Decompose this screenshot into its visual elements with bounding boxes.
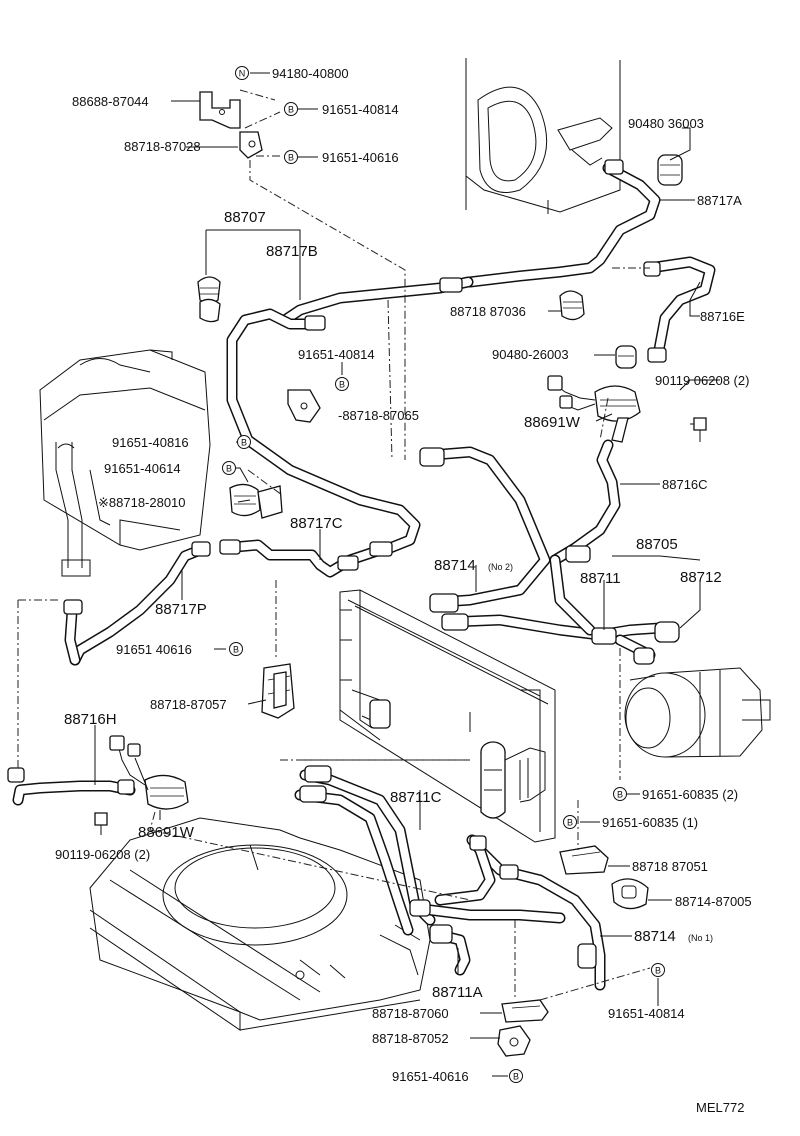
label-88717P: 88717P xyxy=(155,601,207,618)
clamp-88718-28010 xyxy=(229,483,283,519)
label-88711A: 88711A xyxy=(432,984,483,1001)
svg-text:B: B xyxy=(617,790,623,800)
label-88718-87051: 88718 87051 xyxy=(632,859,708,874)
marker-bolt-9165140616c: B xyxy=(509,1069,523,1083)
svg-text:B: B xyxy=(655,966,661,976)
label-88716H: 88716H xyxy=(64,711,117,728)
label-91651-60835-b: 91651-60835 (1) xyxy=(602,815,698,830)
svg-text:B: B xyxy=(288,105,294,115)
pipe-88717A xyxy=(464,162,661,288)
label-91651-60835-a: 91651-60835 (2) xyxy=(642,787,738,802)
marker-bolt-9165140616a: B xyxy=(284,150,298,164)
clamp-88707 xyxy=(197,276,221,323)
pipe-88716E xyxy=(644,256,716,361)
marker-bolt-9165140616b: B xyxy=(229,642,243,656)
marker-bolt-9165140614: B xyxy=(222,461,236,475)
label-88714-no1-sub: (No 1) xyxy=(688,933,713,943)
label-88718-87057: 88718-87057 xyxy=(150,697,227,712)
label-88712: 88712 xyxy=(680,569,722,586)
svg-text:B: B xyxy=(241,438,247,448)
part-labels: 94180-40800 88688-87044 91651-40814 8871… xyxy=(55,66,752,1115)
label-88717B: 88717B xyxy=(266,243,318,260)
grommet-90480-26003 xyxy=(615,345,637,369)
svg-text:B: B xyxy=(226,464,232,474)
label-91651-40616-a: 91651-40616 xyxy=(322,150,399,165)
label-88691W-b: 88691W xyxy=(138,824,195,841)
marker-bolt-9165140814a: B xyxy=(284,102,298,116)
label-88718-87052: 88718-87052 xyxy=(372,1031,449,1046)
svg-text:B: B xyxy=(288,153,294,163)
pipe-88716C xyxy=(549,439,621,566)
svg-text:B: B xyxy=(513,1072,519,1082)
clamp-88718-87036 xyxy=(559,290,585,321)
label-88718-87028: 88718-87028 xyxy=(124,139,201,154)
clamp-88718-87051 xyxy=(559,845,609,875)
pipe-fittings xyxy=(7,159,680,969)
diagram-code: MEL772 xyxy=(696,1100,744,1115)
svg-text:B: B xyxy=(339,380,345,390)
label-88705: 88705 xyxy=(636,536,678,553)
cushion-88714-87005 xyxy=(611,878,649,910)
clamp-88718-87060 xyxy=(501,999,549,1023)
svg-text:N: N xyxy=(239,69,246,79)
label-88688-87044: 88688-87044 xyxy=(72,94,149,109)
label-88707: 88707 xyxy=(224,209,266,226)
evaporator-unit-drawing xyxy=(39,349,211,577)
marker-nut-9418040800: N xyxy=(235,66,249,80)
svg-text:B: B xyxy=(567,818,573,828)
engine-block-drawing xyxy=(465,58,621,214)
label-90480-26003: 90480-26003 xyxy=(492,347,569,362)
label-88716C: 88716C xyxy=(662,477,708,492)
label-91651-40814-a: 91651-40814 xyxy=(322,102,399,117)
label-91651-40814-b: 91651-40814 xyxy=(298,347,375,362)
label-88717C: 88717C xyxy=(290,515,343,532)
label-91651-40816: 91651-40816 xyxy=(112,435,189,450)
grommet-90480-36003 xyxy=(657,154,683,186)
label-90480-36003: 90480 36003 xyxy=(628,116,704,131)
marker-bolt-9165160835a: B xyxy=(613,787,627,801)
pipe-88714-no2 xyxy=(426,446,551,608)
leader-lines xyxy=(94,72,720,1077)
label-88718-87036: 88718 87036 xyxy=(450,304,526,319)
screw-90119-06208-upper xyxy=(690,417,707,442)
compressor-drawing xyxy=(624,667,771,758)
clamp-88718-87052 xyxy=(497,1025,531,1057)
condenser-drawing xyxy=(300,589,556,843)
label-88718-87065: -88718-87065 xyxy=(338,408,419,423)
screw-90119-06208-lower xyxy=(94,812,108,835)
label-88714-no2: 88714 xyxy=(434,557,476,574)
svg-text:B: B xyxy=(233,645,239,655)
clamp-88718-87065 xyxy=(287,389,321,423)
pipe-88711 xyxy=(444,554,666,661)
label-88718-87060: 88718-87060 xyxy=(372,1006,449,1021)
marker-bolt-9165140814b: B xyxy=(335,377,349,391)
label-88714-no2-sub: (No 2) xyxy=(488,562,513,572)
label-91651-40616-c: 91651-40616 xyxy=(392,1069,469,1084)
clamp-88718-87028 xyxy=(239,131,263,159)
pipe-88716H xyxy=(12,780,136,806)
label-90119-06208-a: 90119 06208 (2) xyxy=(655,373,749,388)
label-91651-40616-b: 91651 40616 xyxy=(116,642,192,657)
marker-bolt-9165140816: B xyxy=(237,435,251,449)
label-91651-40614: 91651-40614 xyxy=(104,461,181,476)
label-94180-40800: 94180-40800 xyxy=(272,66,349,81)
label-90119-06208-b: 90119-06208 (2) xyxy=(55,847,150,862)
clamp-88718-87057 xyxy=(261,663,295,719)
pressure-switch-88691W-lower xyxy=(109,735,189,810)
label-88718-28010: ※88718-28010 xyxy=(98,495,186,510)
label-88714-87005: 88714-87005 xyxy=(675,894,752,909)
assembly-lines xyxy=(17,89,651,1001)
bracket-88688-87044 xyxy=(199,91,241,129)
label-88717A: 88717A xyxy=(697,193,742,208)
marker-bolt-9165160835b: B xyxy=(563,815,577,829)
label-88711: 88711 xyxy=(580,570,621,587)
marker-bolt-9165140814c: B xyxy=(651,963,665,977)
pressure-switch-88691W-upper xyxy=(547,375,641,443)
label-88691W-a: 88691W xyxy=(524,414,581,431)
label-88716E: 88716E xyxy=(700,309,745,324)
label-88711C: 88711C xyxy=(390,789,442,806)
label-91651-40814-c: 91651-40814 xyxy=(608,1006,685,1021)
label-88714-no1: 88714 xyxy=(634,928,676,945)
